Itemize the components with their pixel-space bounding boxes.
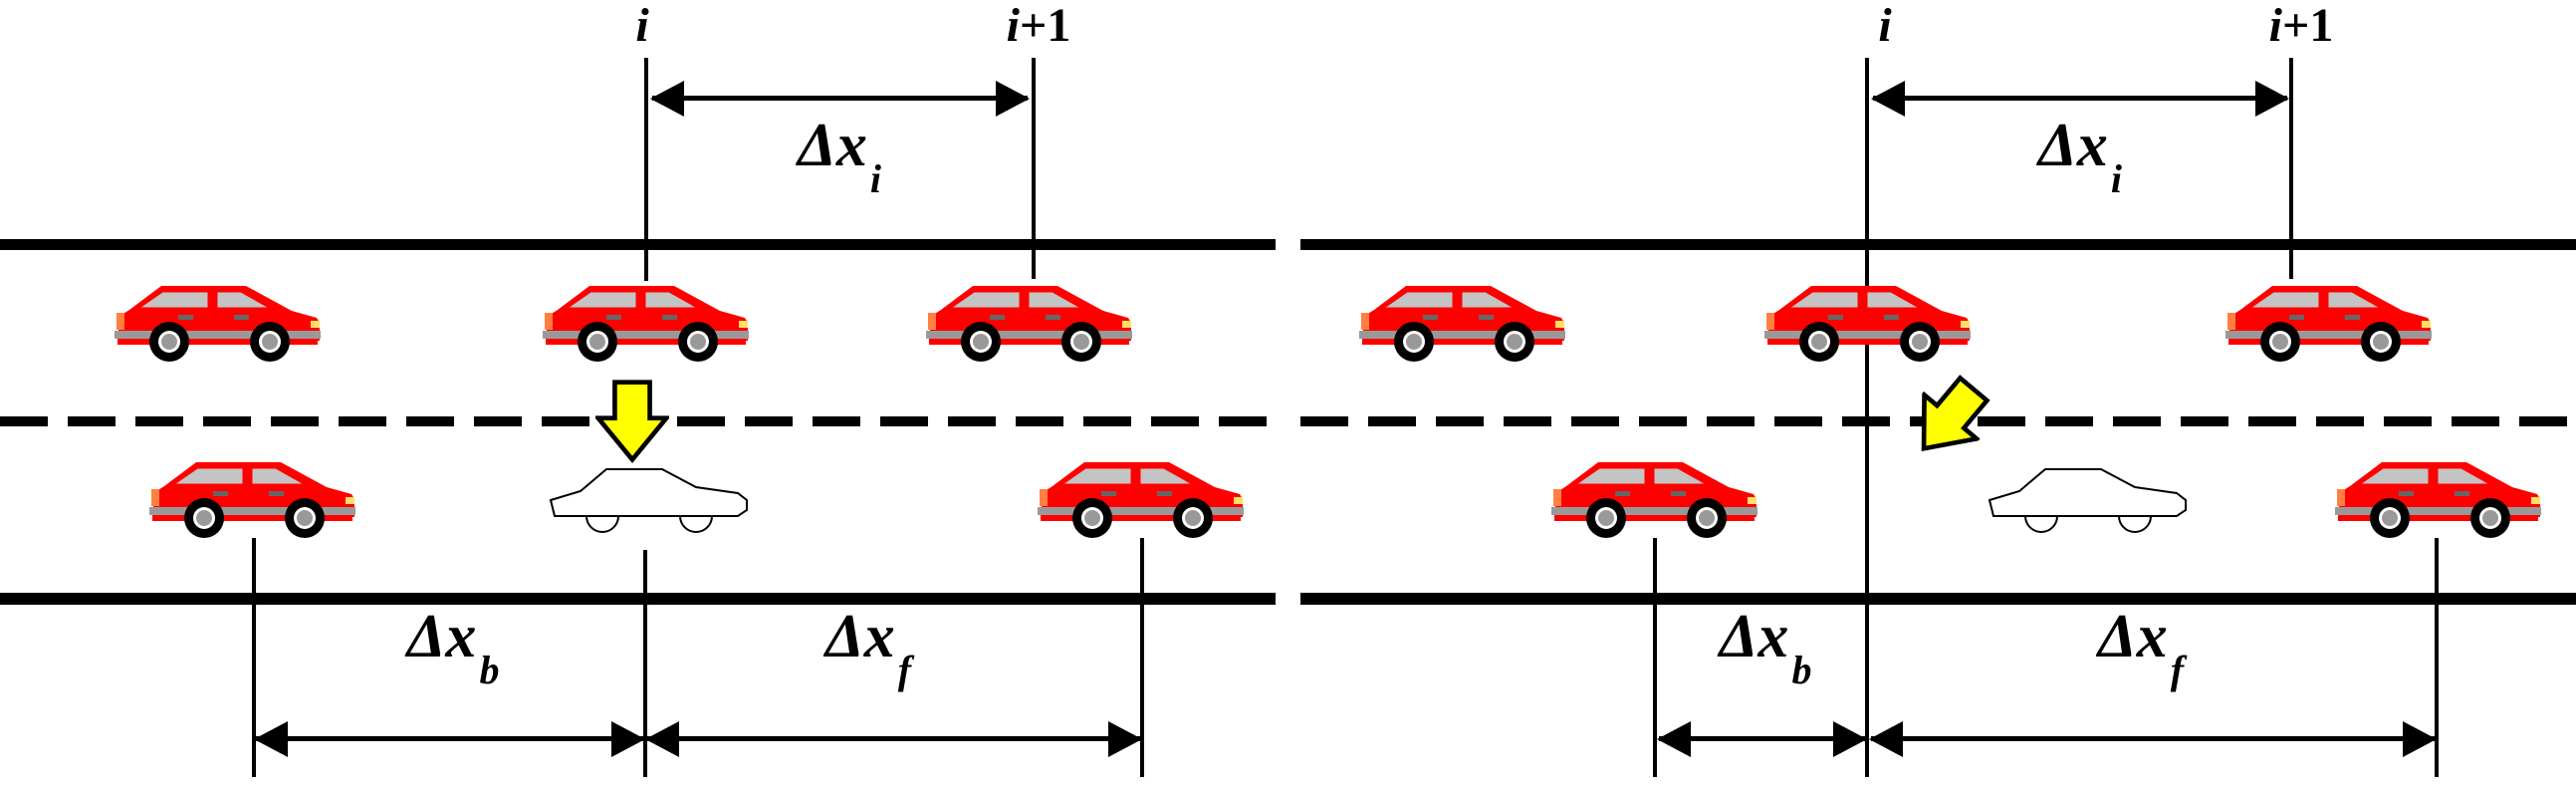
headway-label-main: Δx [2038,112,2108,179]
vehicle-i-plus-1-position-line [1032,58,1036,279]
headway-label: Δxi [2000,112,2160,199]
front-gap-label-sub: f [897,648,912,693]
back-gap-label-main: Δx [1719,603,1789,670]
red-car-front-icon [2335,455,2544,540]
vehicle-i-label: i [1835,2,1935,50]
red-car-icon [1359,279,1568,364]
lane-change-down-arrow-icon [595,379,669,463]
white-car-position-tick [643,550,647,777]
top-lane-edge-line [1300,239,2576,250]
front-gap-label-main: Δx [2097,603,2168,670]
vehicle-i-plus-1-rest: +1 [1019,0,1071,52]
back-gap-label-sub: b [479,648,500,693]
front-gap-label: Δxf [2061,603,2221,690]
headway-label-sub: i [869,156,881,202]
bottom-lane-edge-line [0,593,1276,605]
red-car-i-plus-1-icon [2225,279,2435,364]
headway-label: Δxi [760,112,919,199]
white-car-outline-icon [543,460,757,550]
top-lane-edge-line [0,239,1276,250]
front-gap-label-main: Δx [824,603,895,670]
white-car-outline-icon [1982,460,2196,550]
back-gap-label: Δxb [1686,603,1845,690]
back-gap-label: Δxb [373,603,533,690]
headway-arrow [652,96,1028,101]
front-gap-label-sub: f [2170,648,2185,693]
vehicle-i-label: i [592,2,692,50]
red-car-i-plus-1-icon [926,279,1135,364]
front-gap-arrow [1871,736,2435,741]
back-car-position-tick [252,538,256,777]
vehicle-i-plus-1-label: i+1 [969,2,1108,50]
red-car-back-icon [149,455,358,540]
headway-label-sub: i [2110,156,2122,202]
back-gap-label-main: Δx [406,603,477,670]
front-gap-label: Δxf [789,603,948,690]
back-gap-arrow [1659,736,1865,741]
bottom-lane-edge-line [1300,593,2576,605]
headway-label-main: Δx [798,112,867,179]
red-car-i-icon [543,279,752,364]
red-car-back-icon [1551,455,1760,540]
vehicle-i-plus-1-italic: i [2268,0,2282,52]
vehicle-i-plus-1-label: i+1 [2231,2,2371,50]
back-gap-arrow [256,736,643,741]
front-gap-arrow [647,736,1140,741]
red-car-i-icon [1764,279,1974,364]
headway-arrow [1873,96,2287,101]
front-car-position-tick [2435,538,2439,777]
front-car-position-tick [1140,538,1144,777]
back-car-position-tick [1653,538,1657,777]
vehicle-i-label-text: i [635,0,649,52]
red-car-icon [115,279,324,364]
red-car-front-icon [1038,455,1247,540]
vehicle-i-plus-1-position-line [2289,58,2293,279]
vehicle-i-plus-1-italic: i [1006,0,1020,52]
lane-change-diagonal-arrow-icon [1893,363,2003,475]
back-gap-label-sub: b [1791,648,1812,693]
vehicle-i-label-text: i [1878,0,1892,52]
vehicle-i-position-line [644,58,648,281]
vehicle-i-plus-1-rest: +1 [2281,0,2334,52]
